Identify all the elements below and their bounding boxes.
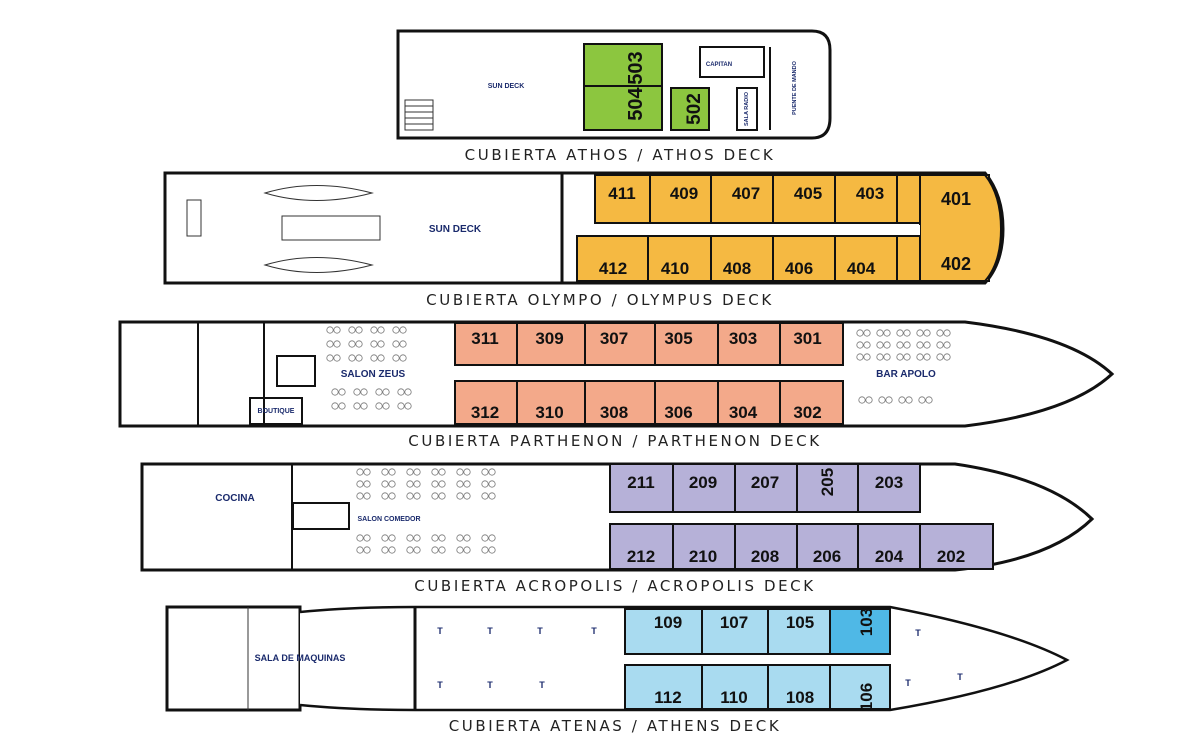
cabin-108[interactable]: 108	[786, 688, 814, 707]
toilet-label: T	[957, 672, 963, 682]
cabin-103[interactable]: 103	[857, 608, 876, 636]
cabin-410[interactable]: 410	[661, 259, 689, 278]
cabin-411[interactable]: 411	[608, 184, 635, 203]
cabin-202[interactable]: 202	[937, 547, 965, 566]
cabin-401[interactable]: 401	[941, 189, 971, 209]
athos-deck-title: CUBIERTA ATHOS / ATHOS DECK	[465, 146, 776, 164]
cabin-502-block[interactable]	[670, 87, 710, 131]
cabin-406[interactable]: 406	[785, 259, 813, 278]
cabin-208[interactable]: 208	[751, 547, 779, 566]
cabin-206[interactable]: 206	[813, 547, 841, 566]
parthenon-deck-title: CUBIERTA PARTHENON / PARTHENON DECK	[408, 432, 821, 450]
athens-deck: SALA DE MAQUINAS T T T T T T T T T T 109 107 105 103…	[165, 605, 1070, 735]
sala-radio-label: SALA RADIO	[744, 91, 750, 126]
cabin-210[interactable]: 210	[689, 547, 717, 566]
toilet-label: T	[487, 626, 493, 636]
athos-sun-deck-label: SUN DECK	[488, 83, 525, 90]
cabin-205[interactable]: 205	[818, 468, 837, 496]
cabin-302[interactable]: 302	[793, 403, 821, 422]
olympus-bow-block	[919, 174, 1003, 282]
acropolis-deck: COCINA SALON COMEDOR 211 209 207 205 203 212…	[140, 462, 1095, 595]
cabin-504[interactable]: 504	[625, 86, 647, 120]
toilet-label: T	[487, 680, 493, 690]
cabin-403[interactable]: 403	[856, 184, 884, 203]
cabin-405[interactable]: 405	[794, 184, 822, 203]
engine-room-hull	[165, 605, 302, 712]
athos-stairs	[404, 99, 434, 131]
cocina-label: COCINA	[215, 493, 254, 504]
puente-label: PUENTE DE MANDO	[792, 60, 798, 115]
toilet-label: T	[591, 626, 597, 636]
toilet-label: T	[437, 680, 443, 690]
cabin-306[interactable]: 306	[664, 403, 692, 422]
cabin-402[interactable]: 402	[941, 254, 971, 274]
toilet-label: T	[539, 680, 545, 690]
cabin-404[interactable]: 404	[847, 259, 876, 278]
toilet-label: T	[537, 626, 543, 636]
acropolis-deck-title: CUBIERTA ACROPOLIS / ACROPOLIS DECK	[414, 577, 815, 595]
cabin-301[interactable]: 301	[793, 329, 821, 348]
olympus-sun-deck-label: SUN DECK	[429, 224, 482, 235]
athens-deck-title: CUBIERTA ATENAS / ATHENS DECK	[449, 717, 782, 735]
olympus-deck: SUN DECK 411 409 407 405 403 412 410 408 406 404…	[163, 171, 1005, 309]
cabin-109[interactable]: 109	[654, 613, 682, 632]
olympus-deck-title: CUBIERTA OLYMPO / OLYMPUS DECK	[426, 291, 774, 309]
toilet-label: T	[905, 678, 911, 688]
cabin-407[interactable]: 407	[732, 184, 760, 203]
cabin-409[interactable]: 409	[670, 184, 698, 203]
parthenon-deck: BOUTIQUE SALON ZEUS BAR APOLO 311 309 307 3…	[118, 320, 1115, 450]
cabin-308[interactable]: 308	[600, 403, 628, 422]
cabin-305[interactable]: 305	[664, 329, 692, 348]
salon-comedor-label: SALON COMEDOR	[358, 516, 421, 523]
cabin-307[interactable]: 307	[600, 329, 628, 348]
cabin-309[interactable]: 309	[535, 329, 563, 348]
boutique-label: BOUTIQUE	[258, 408, 295, 415]
cabin-412[interactable]: 412	[599, 259, 627, 278]
cabin-105[interactable]: 105	[786, 613, 814, 632]
cabin-304[interactable]: 304	[729, 403, 758, 422]
sala-radio-room	[736, 87, 758, 131]
cabin-212[interactable]: 212	[627, 547, 655, 566]
cabin-110[interactable]: 110	[720, 688, 747, 707]
cabin-211[interactable]: 211	[627, 473, 654, 492]
toilet-label: T	[437, 626, 443, 636]
parthenon-hull	[118, 320, 1115, 428]
cabin-312[interactable]: 312	[471, 403, 499, 422]
cabin-303[interactable]: 303	[729, 329, 757, 348]
cabin-503[interactable]: 503	[625, 51, 647, 84]
cabin-209[interactable]: 209	[689, 473, 717, 492]
cabin-310[interactable]: 310	[535, 403, 563, 422]
cabin-203[interactable]: 203	[875, 473, 903, 492]
cabin-311[interactable]: 311	[471, 329, 498, 348]
capitan-label: CAPITAN	[706, 62, 732, 68]
athos-deck: SUN DECK 503 504 502 CAPITAN SALA RADIO …	[396, 29, 832, 164]
capitan-room	[699, 46, 765, 78]
bar-apolo-label: BAR APOLO	[876, 369, 936, 380]
cabin-107[interactable]: 107	[720, 613, 748, 632]
salon-zeus-label: SALON ZEUS	[341, 369, 406, 380]
boutique-room	[249, 397, 303, 425]
cabin-408[interactable]: 408	[723, 259, 751, 278]
cabin-112[interactable]: 112	[654, 688, 681, 707]
cabin-106[interactable]: 106	[857, 683, 876, 711]
cabin-502[interactable]: 502	[684, 93, 705, 125]
olympus-open-hull	[163, 171, 564, 285]
toilet-label: T	[915, 628, 921, 638]
sala-maquinas-label: SALA DE MAQUINAS	[255, 653, 346, 663]
cabin-207[interactable]: 207	[751, 473, 779, 492]
cabin-204[interactable]: 204	[875, 547, 904, 566]
